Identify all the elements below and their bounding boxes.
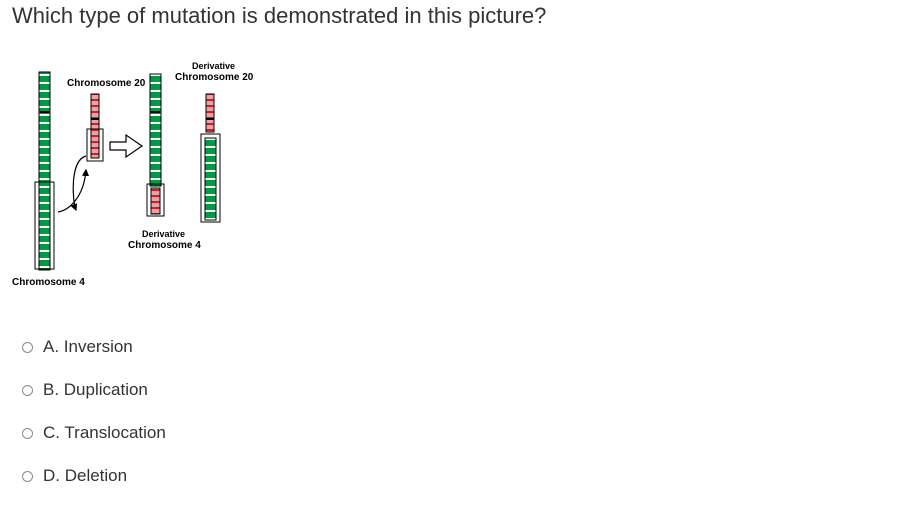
option-a[interactable]: A. Inversion	[22, 336, 166, 358]
radio-circle-icon[interactable]	[22, 384, 33, 396]
radio-circle-icon[interactable]	[22, 341, 33, 353]
answer-options: A. Inversion B. Duplication C. Transloca…	[22, 336, 166, 508]
option-label: D. Deletion	[43, 466, 128, 485]
label-derivative-20-line2: Chromosome 20	[175, 72, 254, 83]
chromosome-diagram: Chromosome 20 Derivative Chromosome 20 D…	[12, 61, 254, 288]
label-derivative-4-line2: Chromosome 4	[128, 240, 201, 251]
der4-inserted-segment-box	[146, 183, 165, 217]
label-chromosome-20: Chromosome 20	[67, 78, 146, 89]
exchange-arrow-up-icon	[57, 168, 90, 213]
radio-circle-icon[interactable]	[22, 427, 33, 439]
option-b[interactable]: B. Duplication	[22, 379, 166, 401]
chr4-translocated-segment-box	[34, 181, 55, 270]
label-chromosome-4: Chromosome 4	[12, 277, 85, 288]
option-label: A. Inversion	[43, 337, 133, 356]
option-c[interactable]: C. Translocation	[22, 422, 166, 444]
exchange-arrow-down-icon	[70, 155, 87, 212]
derivative-chromosome-20	[200, 93, 221, 223]
option-d[interactable]: D. Deletion	[22, 465, 166, 487]
radio-circle-icon[interactable]	[22, 470, 33, 482]
chromosome-translocation-figure: Chromosome 20 Derivative Chromosome 20 D…	[0, 60, 270, 300]
der20-inserted-segment-box	[200, 133, 221, 223]
transformation-arrow-icon	[109, 133, 144, 159]
label-derivative-4-line1: Derivative	[142, 229, 185, 239]
chromosome-20	[86, 93, 104, 162]
chromosome-4	[34, 71, 55, 271]
derivative-chromosome-4	[146, 73, 165, 217]
option-label: B. Duplication	[43, 380, 148, 399]
option-label: C. Translocation	[43, 423, 166, 442]
question-text: Which type of mutation is demonstrated i…	[12, 3, 547, 28]
label-derivative-20-line1: Derivative	[192, 61, 235, 71]
chr20-translocated-segment-box	[86, 128, 104, 162]
